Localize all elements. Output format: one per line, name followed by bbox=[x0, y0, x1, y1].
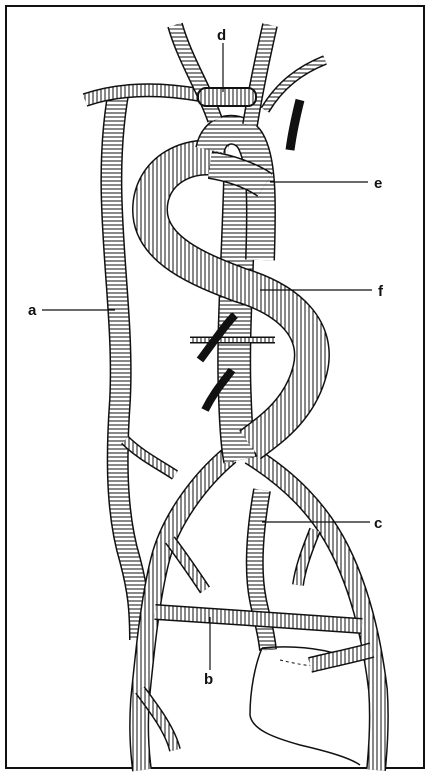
label-b: b bbox=[204, 671, 213, 688]
vessel-e bbox=[210, 165, 265, 185]
aortic-arch bbox=[175, 25, 325, 260]
label-f: f bbox=[378, 283, 384, 300]
pelvic-bone-outline bbox=[250, 647, 372, 765]
vessel-b bbox=[155, 612, 362, 626]
label-d: d bbox=[217, 27, 226, 44]
label-a: a bbox=[28, 302, 37, 319]
label-c: c bbox=[374, 515, 382, 532]
vessel-d bbox=[198, 88, 256, 106]
label-e: e bbox=[374, 175, 382, 192]
